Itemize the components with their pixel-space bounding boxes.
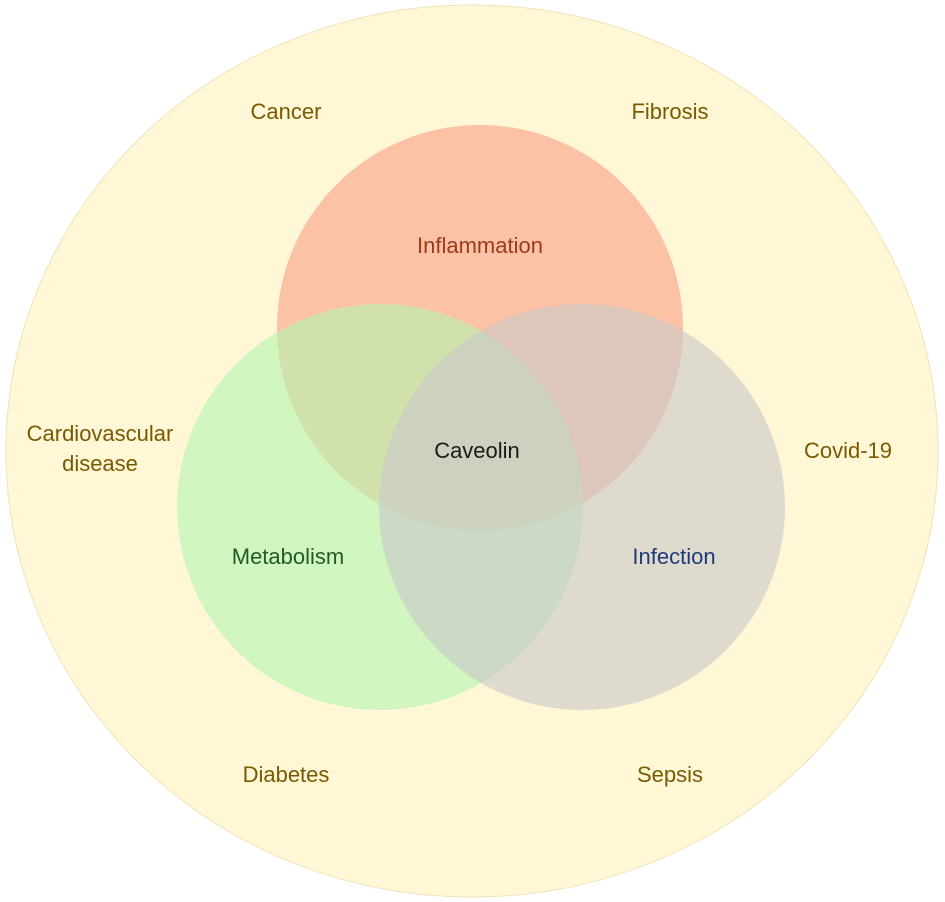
- infection-label: Infection: [632, 544, 715, 569]
- cardiovascular-disease-label-line2: disease: [62, 451, 138, 476]
- diabetes-label: Diabetes: [243, 762, 330, 787]
- metabolism-label: Metabolism: [232, 544, 344, 569]
- infection-circle: [379, 304, 785, 710]
- fibrosis-label: Fibrosis: [631, 99, 708, 124]
- caveolin-center-label: Caveolin: [434, 438, 520, 463]
- sepsis-label: Sepsis: [637, 762, 703, 787]
- covid-19-label: Covid-19: [804, 438, 892, 463]
- cardiovascular-disease-label-line1: Cardiovascular: [27, 421, 174, 446]
- cancer-label: Cancer: [251, 99, 322, 124]
- inflammation-label: Inflammation: [417, 233, 543, 258]
